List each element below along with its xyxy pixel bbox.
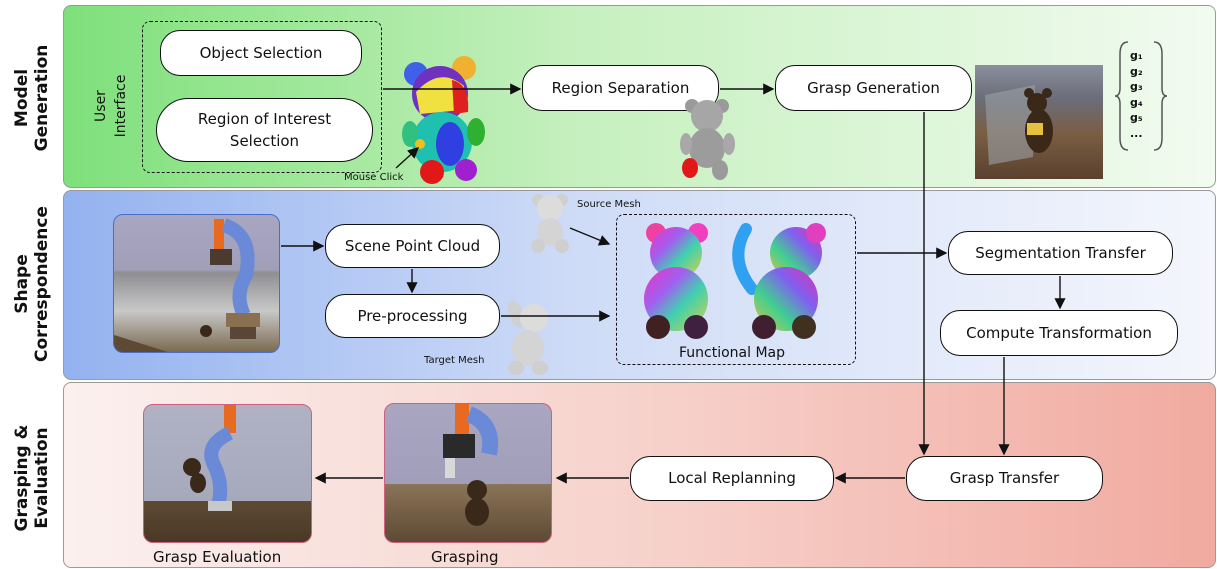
grasping-label: Grasping <box>431 548 499 566</box>
robot-scene-image <box>113 214 280 353</box>
object-selection-box: Object Selection <box>160 30 362 76</box>
segmented-teddy-image <box>402 56 485 184</box>
grasp-set: g₁ g₂ g₃ g₄ g₅ ... <box>1114 40 1168 152</box>
user-interface-group <box>142 21 382 173</box>
functional-map-group <box>616 214 856 365</box>
source-mesh-image <box>531 194 569 253</box>
region-of-interest-box: Region of Interest Selection <box>156 98 373 162</box>
grasp-generation-scene-image <box>975 65 1103 179</box>
grasp-transfer-box: Grasp Transfer <box>906 456 1103 501</box>
separated-teddy-image <box>680 99 735 180</box>
functional-map-label: Functional Map <box>679 345 786 361</box>
arrow-mouse-click <box>395 147 420 169</box>
grasp-item: g₁ <box>1130 49 1143 62</box>
grasp-item: g₅ <box>1130 111 1143 124</box>
grasp-evaluation-image <box>143 404 312 543</box>
mouse-click-label: Mouse Click <box>344 172 404 183</box>
target-mesh-image <box>507 300 548 375</box>
grasp-item: g₃ <box>1130 80 1143 93</box>
grasp-item: g₂ <box>1130 64 1143 78</box>
source-mesh-label: Source Mesh <box>577 199 641 210</box>
grasp-generation-box: Grasp Generation <box>775 65 972 111</box>
grasping-image <box>384 403 552 543</box>
target-mesh-label: Target Mesh <box>424 355 485 366</box>
segmentation-transfer-box: Segmentation Transfer <box>948 231 1173 275</box>
grasp-item: ... <box>1130 126 1143 140</box>
compute-transformation-box: Compute Transformation <box>940 310 1178 356</box>
pre-processing-box: Pre-processing <box>325 294 500 338</box>
grasp-item: g₄ <box>1130 95 1143 109</box>
local-replanning-box: Local Replanning <box>630 456 834 501</box>
arrow-source-mesh-to-map <box>569 227 611 246</box>
scene-point-cloud-box: Scene Point Cloud <box>325 224 500 268</box>
functional-map-image <box>644 223 826 339</box>
grasp-evaluation-label: Grasp Evaluation <box>153 548 282 566</box>
